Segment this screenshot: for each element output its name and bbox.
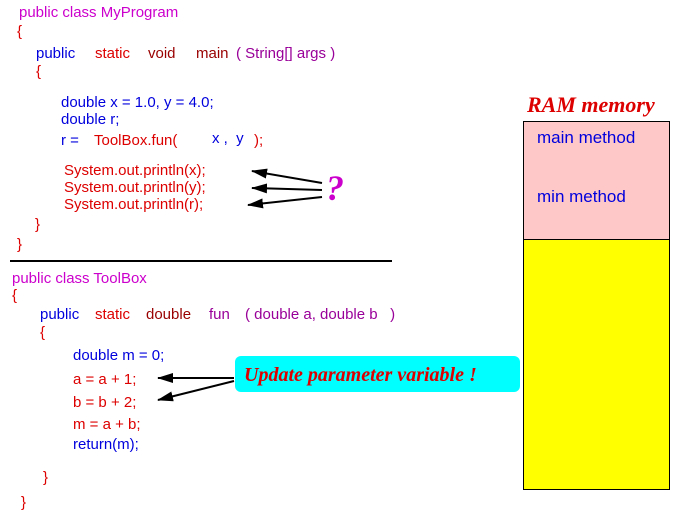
body-line-return: return(m); [73,436,139,453]
update-parameter-callout: Update parameter variable ! [235,356,520,392]
body-line-compute-m: m = a + b; [73,416,141,433]
call-close: ); [254,132,264,149]
myprogram-class-declaration: public class MyProgram [19,4,179,21]
class-divider [10,260,392,262]
call-assign-lhs: r = [61,132,79,149]
toolbox-close-brace: } [21,494,27,511]
question-arrow-y [251,183,323,194]
ram-frame-main-label: main method [537,128,636,147]
println-r-line: System.out.println(r); [64,196,204,213]
question-arrow-x [251,168,323,184]
decl-r-line: double r; [61,111,120,128]
toolbox-open-brace: { [12,287,18,304]
ram-frame-min: min method [524,181,669,240]
main-method-name: main [196,45,229,62]
myprogram-close-brace: } [17,236,23,253]
body-line-update-b: b = b + 2; [73,394,137,411]
callout-text: Update parameter variable ! [244,364,477,386]
fun-open-brace: { [40,324,46,341]
call-function-name: ToolBox.fun( [94,132,178,149]
body-line-decl-m: double m = 0; [73,347,165,364]
toolbox-class-declaration: public class ToolBox [12,270,147,287]
main-open-brace: { [36,63,42,80]
decl-xy-line: double x = 1.0, y = 4.0; [61,94,214,111]
question-arrow-r [247,196,323,209]
myprogram-open-brace: { [17,23,23,40]
println-y-line: System.out.println(y); [64,179,206,196]
fun-method-name: fun [209,306,230,323]
ram-memory-title: RAM memory [527,92,655,117]
ram-frame-main: main method [524,122,669,182]
ram-memory-column: main method min method [523,121,670,490]
main-method-params: ( String[] args ) [236,45,336,62]
fun-public-keyword: public [40,306,80,323]
call-arguments: x , y [212,130,244,147]
println-x-line: System.out.println(x); [64,162,206,179]
ram-frame-min-label: min method [537,187,626,206]
main-public-keyword: public [36,45,76,62]
body-line-update-a: a = a + 1; [73,371,137,388]
fun-static-keyword: static [95,306,131,323]
main-static-keyword: static [95,45,131,62]
main-close-brace: } [35,216,41,233]
callout-arrow-b [157,380,235,402]
question-mark: ? [326,168,344,208]
fun-method-params: ( double a, double b ) [245,306,396,323]
fun-return-type: double [146,306,192,323]
fun-close-brace: } [43,469,49,486]
main-void-keyword: void [148,45,176,62]
